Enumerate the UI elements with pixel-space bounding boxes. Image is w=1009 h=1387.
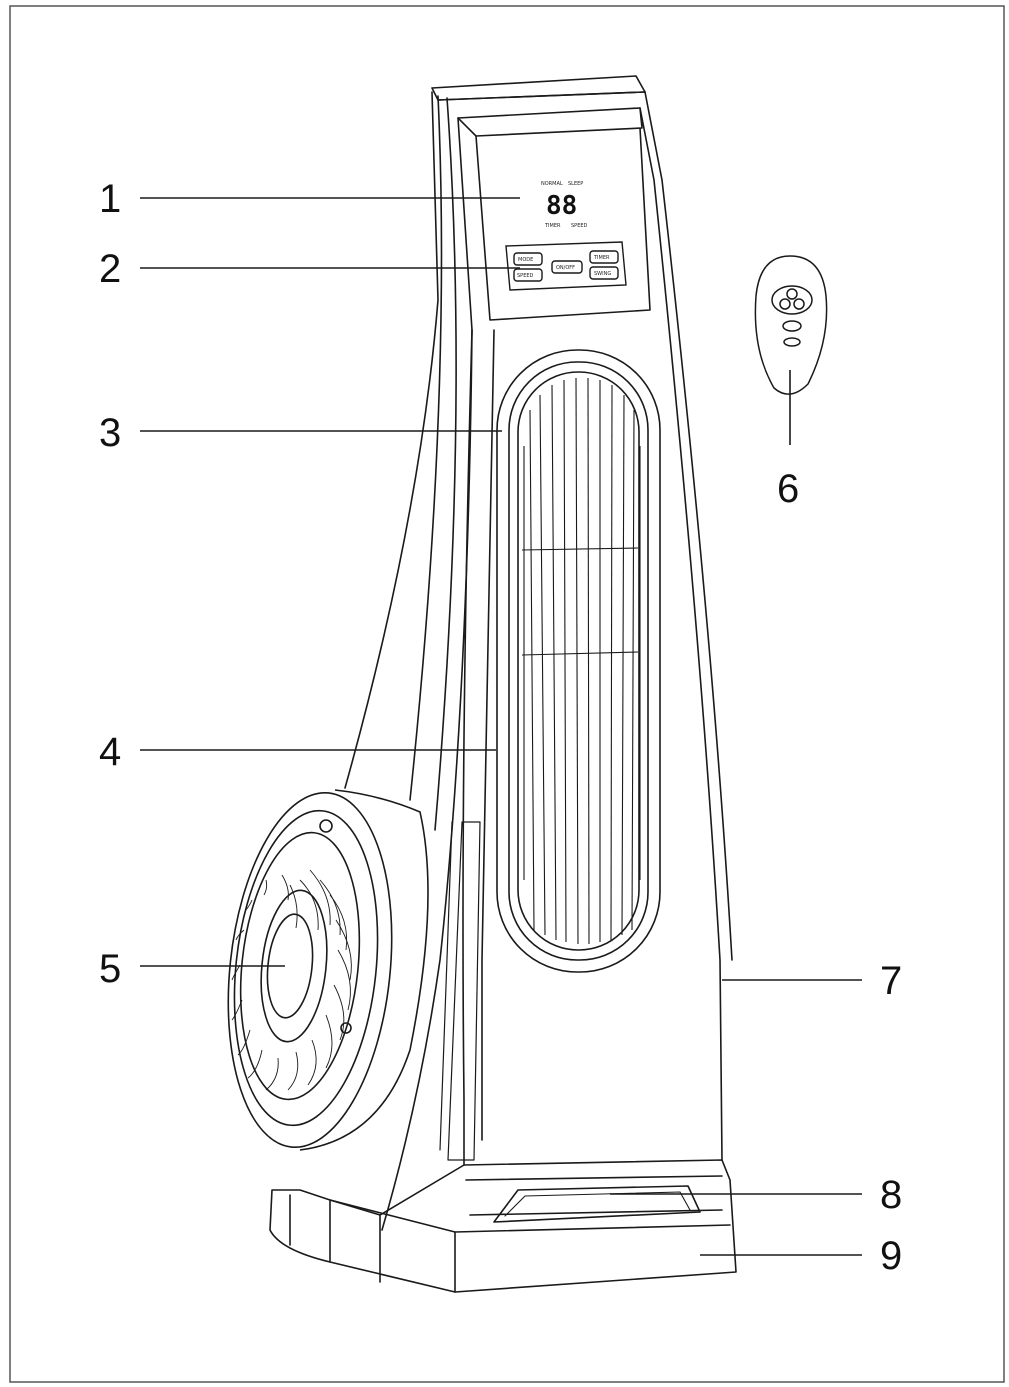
control-button-3: [551, 260, 583, 274]
side-vents: [439, 821, 481, 1161]
svg-text:TIMER: TIMER: [593, 255, 610, 261]
control-button-4: [589, 250, 619, 264]
control-panel-outline: [505, 241, 627, 291]
remote-button-pad: [771, 285, 813, 315]
remote-control: [754, 255, 828, 395]
callout-5: 5: [99, 947, 121, 991]
callout-2: 2: [99, 247, 121, 291]
side-fan-hub: [260, 889, 328, 1043]
control-panel-text: MODE SPEED ON/OFF TIMER SWING: [517, 255, 611, 279]
side-fan-blades: [231, 869, 352, 1091]
svg-text:ON/OFF: ON/OFF: [556, 265, 575, 271]
base-outline: [269, 1159, 737, 1293]
callout-3: 3: [99, 411, 121, 455]
side-fan: [227, 789, 429, 1151]
front-left-edge: [457, 117, 473, 1166]
front-right-edge: [639, 107, 723, 1161]
svg-text:MODE: MODE: [518, 257, 533, 263]
callout-6: 6: [777, 467, 799, 511]
side-fan-housing: [299, 789, 429, 1151]
svg-text:TIMER: TIMER: [544, 223, 561, 229]
svg-text:SPEED: SPEED: [517, 273, 534, 279]
callout-7: 7: [880, 959, 902, 1003]
lcd-digits: 88: [546, 191, 577, 221]
tower-body: [269, 75, 737, 1293]
svg-text:SWING: SWING: [594, 271, 611, 277]
svg-text:SPEED: SPEED: [571, 223, 588, 229]
svg-text:NORMAL: NORMAL: [541, 181, 563, 187]
page-frame: [9, 5, 1005, 1383]
control-button-5: [589, 266, 619, 280]
callout-numbers: 1 2 3 4 5 6 7 8 9: [99, 177, 902, 1278]
control-button-2: [513, 268, 543, 282]
grille-blades: [521, 377, 641, 945]
leader-lines: [140, 197, 862, 1256]
side-right-edge: [644, 91, 733, 961]
control-panel: [505, 241, 627, 291]
grille-inner-frame: [508, 361, 649, 961]
display-recess-top: [457, 107, 643, 137]
callout-4: 4: [99, 730, 121, 774]
callout-1: 1: [99, 177, 121, 221]
grille-outer-frame: [496, 349, 661, 973]
control-button-1: [513, 252, 543, 266]
display-panel: [475, 127, 651, 321]
callout-8: 8: [880, 1173, 902, 1217]
lcd-display: NORMAL SLEEP 88 TIMER SPEED: [541, 181, 588, 229]
remote-body: [754, 255, 828, 395]
svg-text:SLEEP: SLEEP: [568, 181, 583, 187]
left-wing-inner-edge: [409, 95, 443, 801]
carry-handle: [493, 1185, 701, 1223]
left-wing-outer-edge: [344, 91, 439, 789]
side-fan-outer-ring: [227, 791, 393, 1149]
callout-9: 9: [880, 1234, 902, 1278]
